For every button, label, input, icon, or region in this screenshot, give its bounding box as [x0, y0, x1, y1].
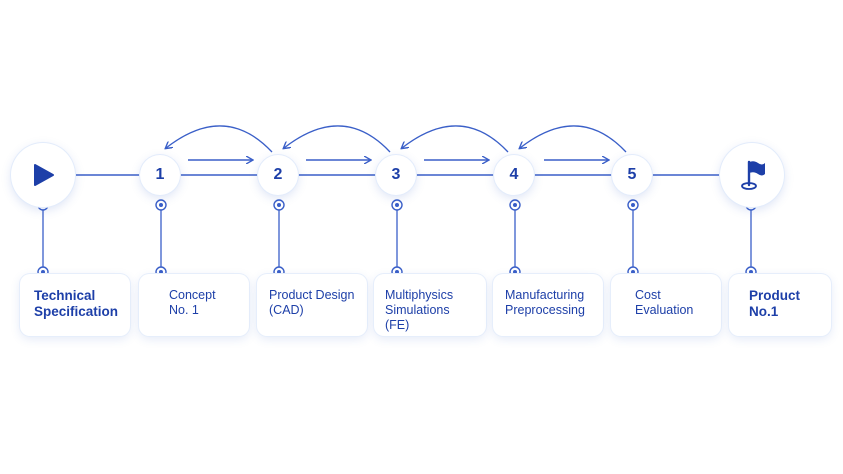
card-line: Simulations (FE) [385, 303, 450, 332]
step-number: 4 [509, 166, 519, 183]
connector-dot-4-0 [513, 203, 517, 207]
card-line: Specification [34, 304, 119, 319]
card-line: Product [749, 288, 801, 303]
connector-dot-1-1 [159, 270, 163, 274]
card-cost-evaluation: Cost Evaluation [611, 274, 721, 336]
connector-dot-0-1 [41, 270, 45, 274]
card-product: Product No.1 [729, 274, 831, 336]
connector-dot-5-1 [631, 270, 635, 274]
start-node [11, 143, 75, 207]
card-line: No.1 [749, 304, 779, 319]
step-node-2: 2 [258, 155, 298, 195]
connector-dot-1-0 [159, 203, 163, 207]
card-line: Cost [635, 288, 661, 302]
step-number: 3 [391, 166, 401, 183]
connector-dot-2-1 [277, 270, 281, 274]
card-concept: Concept No. 1 [139, 274, 249, 336]
step-number: 2 [273, 166, 283, 183]
card-line: Evaluation [635, 303, 694, 317]
feedback-arc-2-1 [166, 125, 273, 153]
step-node-1: 1 [140, 155, 180, 195]
card-line: Multiphysics [385, 288, 454, 302]
card-multiphysics-simulations: Multiphysics Simulations (FE) [374, 274, 486, 336]
card-manufacturing-preprocessing: Manufacturing Preprocessing [493, 274, 603, 336]
drop-connectors [37, 199, 757, 278]
connector-dot-6-1 [749, 270, 753, 274]
card-line: Concept [169, 288, 216, 302]
card-line: (CAD) [269, 303, 304, 317]
step-node-5: 5 [612, 155, 652, 195]
card-product-design: Product Design (CAD) [257, 274, 367, 336]
play-icon [34, 164, 54, 186]
card-line: Preprocessing [505, 303, 585, 317]
step-number: 5 [627, 166, 637, 183]
card-technical-specification: Technical Specification [20, 274, 130, 336]
step-node-3: 3 [376, 155, 416, 195]
card-line: No. 1 [169, 303, 199, 317]
feedback-arc-4-3 [402, 125, 509, 153]
feedback-arc-3-2 [284, 125, 391, 153]
connector-dot-4-1 [513, 270, 517, 274]
end-node [720, 143, 784, 207]
flag-icon [741, 160, 765, 190]
card-line: Technical [34, 288, 96, 303]
feedback-arc-5-4 [520, 125, 627, 153]
card-line: Manufacturing [505, 288, 585, 302]
connector-dot-3-0 [395, 203, 399, 207]
step-node-4: 4 [494, 155, 534, 195]
step-number: 1 [155, 166, 165, 183]
connector-dot-3-1 [395, 270, 399, 274]
connector-dot-5-0 [631, 203, 635, 207]
card-line: Product Design [269, 288, 355, 302]
connector-dot-2-0 [277, 203, 281, 207]
